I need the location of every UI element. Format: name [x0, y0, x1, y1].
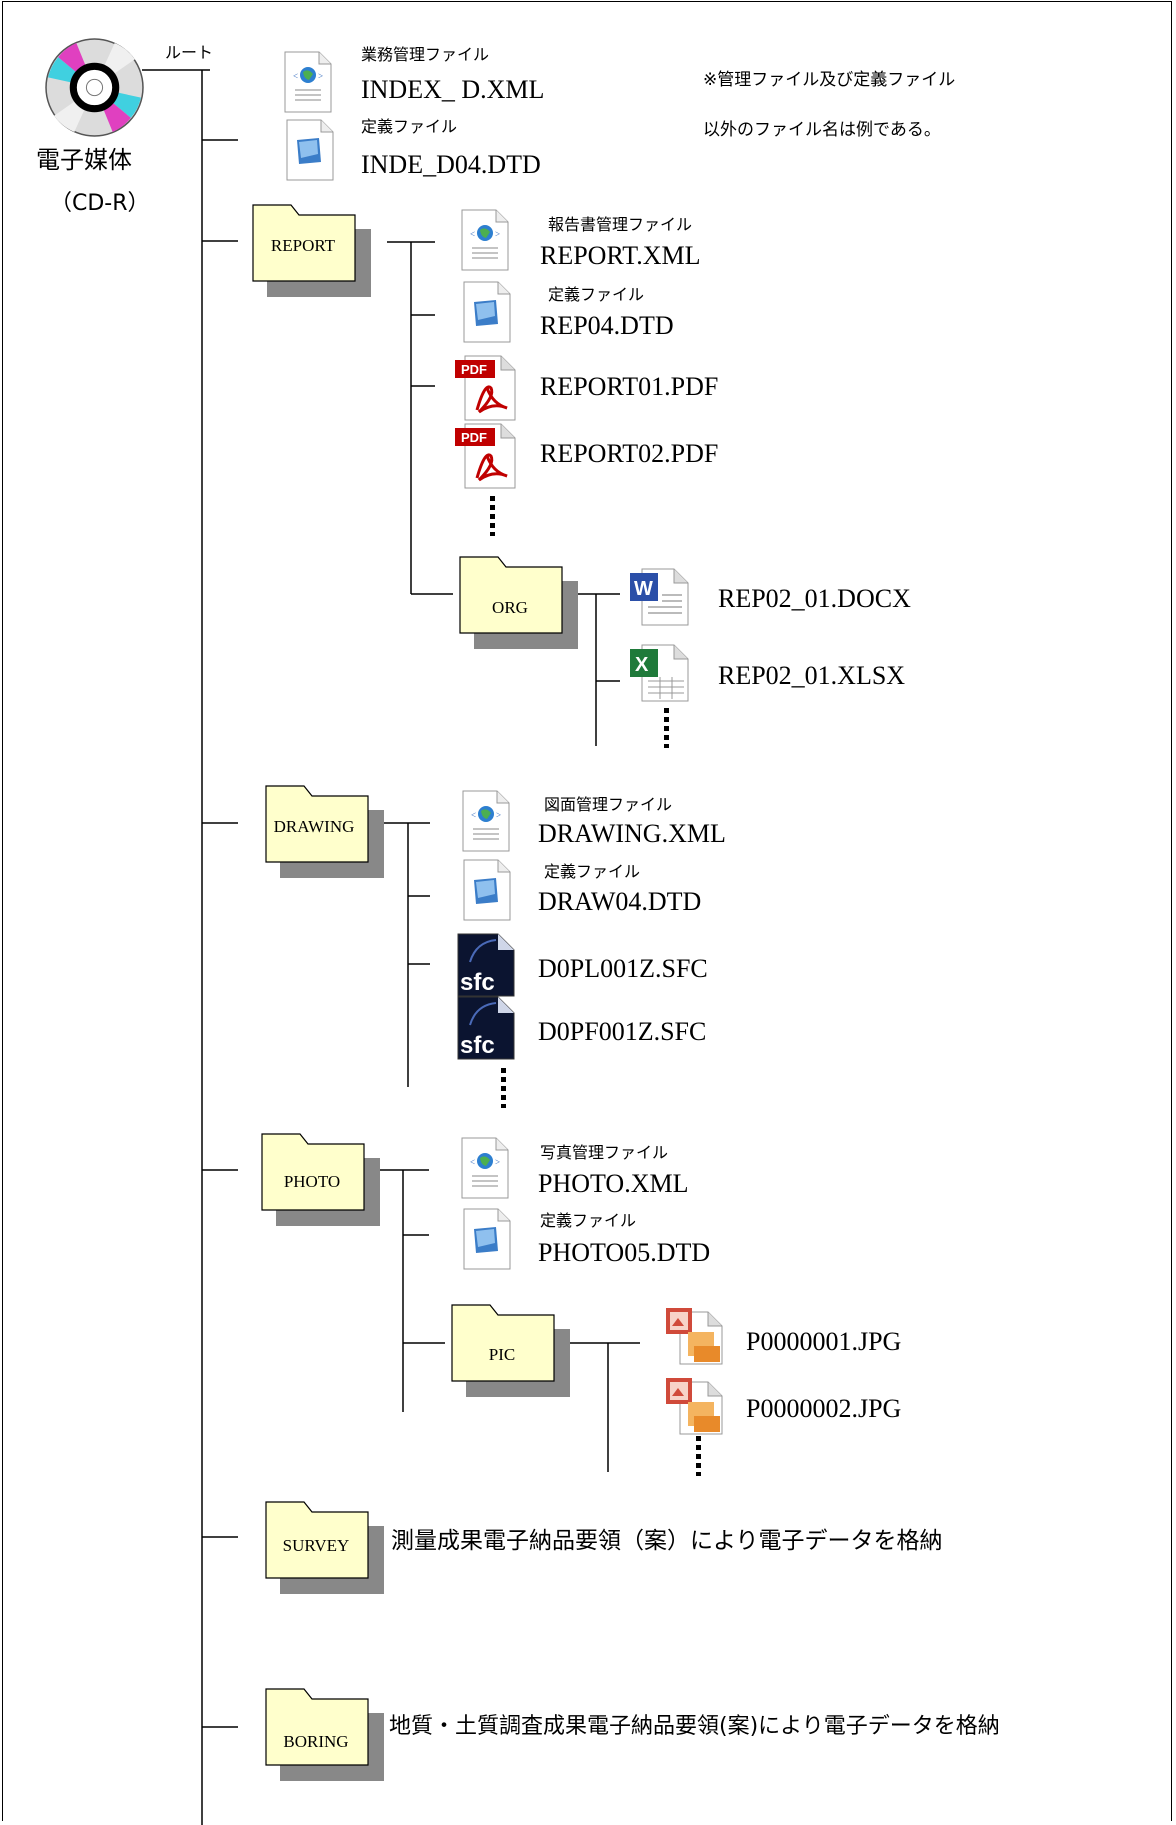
- xml-doc-icon[interactable]: <>: [283, 50, 333, 114]
- dtd-doc-icon[interactable]: [285, 118, 335, 182]
- word-icon[interactable]: W: [628, 567, 694, 627]
- xml-doc-icon[interactable]: <>: [460, 1136, 510, 1200]
- folder-icon[interactable]: [450, 1303, 572, 1399]
- folder-icon[interactable]: [458, 555, 580, 651]
- more-files-ellipsis: [490, 496, 495, 536]
- word-badge: W: [634, 578, 653, 600]
- folder-label-survey[interactable]: SURVEY: [282, 1536, 350, 1555]
- file-caption: 定義ファイル: [361, 117, 458, 136]
- file-caption: 業務管理ファイル: [361, 45, 490, 64]
- boring-description: 地質・土質調査成果電子納品要領(案)により電子データを格納: [389, 1714, 1000, 1739]
- svg-text:<: <: [470, 229, 475, 239]
- file-name[interactable]: INDE_D04.DTD: [361, 150, 541, 179]
- file-name[interactable]: DRAWING.XML: [538, 819, 726, 848]
- file-name[interactable]: PHOTO.XML: [538, 1169, 689, 1198]
- file-name[interactable]: P0000002.JPG: [746, 1394, 902, 1423]
- image-file-icon[interactable]: [664, 1376, 726, 1438]
- file-caption: 定義ファイル: [548, 285, 645, 304]
- excel-icon[interactable]: X: [628, 643, 694, 703]
- note-line-2: 以外のファイル名は例である。: [703, 120, 941, 140]
- media-sub-label: （CD-R）: [50, 191, 150, 216]
- file-name[interactable]: DRAW04.DTD: [538, 887, 702, 916]
- xml-doc-icon[interactable]: <>: [460, 208, 510, 272]
- sfc-badge: sfc: [460, 969, 495, 996]
- xml-doc-icon[interactable]: <>: [461, 789, 511, 853]
- svg-text:>: >: [495, 1157, 500, 1167]
- more-files-ellipsis: [664, 708, 669, 748]
- svg-text:<: <: [293, 71, 298, 81]
- sfc-badge: sfc: [460, 1032, 495, 1059]
- svg-text:<: <: [470, 1157, 475, 1167]
- svg-text:>: >: [495, 229, 500, 239]
- root-label: ルート: [165, 43, 214, 62]
- folder-icon[interactable]: [264, 1687, 386, 1783]
- file-caption: 図面管理ファイル: [544, 795, 673, 814]
- sfc-icon[interactable]: sfc: [456, 932, 516, 998]
- file-name[interactable]: P0000001.JPG: [746, 1327, 902, 1356]
- file-name[interactable]: D0PL001Z.SFC: [538, 954, 708, 983]
- folder-label-drawing[interactable]: DRAWING: [273, 817, 355, 836]
- folder-label-photo[interactable]: PHOTO: [283, 1172, 341, 1191]
- more-files-ellipsis: [501, 1068, 506, 1108]
- note-line-1: ※管理ファイル及び定義ファイル: [703, 70, 956, 90]
- svg-text:>: >: [496, 810, 501, 820]
- pdf-icon[interactable]: PDF: [453, 352, 519, 422]
- sfc-icon[interactable]: sfc: [456, 995, 516, 1061]
- file-name[interactable]: INDEX_ D.XML: [361, 75, 545, 104]
- pdf-badge: PDF: [461, 362, 487, 377]
- file-name[interactable]: PHOTO05.DTD: [538, 1238, 711, 1267]
- excel-badge: X: [635, 654, 649, 676]
- pdf-icon[interactable]: PDF: [453, 420, 519, 490]
- dtd-doc-icon[interactable]: [462, 280, 512, 344]
- folder-icon[interactable]: [251, 203, 373, 299]
- svg-text:>: >: [318, 71, 323, 81]
- folder-icon[interactable]: [264, 1500, 386, 1596]
- survey-description: 測量成果電子納品要領（案）により電子データを格納: [391, 1528, 943, 1554]
- image-file-icon[interactable]: [664, 1306, 726, 1368]
- dtd-doc-icon[interactable]: [462, 1207, 512, 1271]
- file-name[interactable]: REP04.DTD: [540, 311, 674, 340]
- more-files-ellipsis: [696, 1436, 701, 1476]
- cd-disc-icon: [45, 38, 144, 137]
- folder-icon[interactable]: [264, 784, 386, 880]
- file-caption: 定義ファイル: [544, 862, 641, 881]
- file-name[interactable]: REPORT02.PDF: [540, 439, 719, 468]
- file-caption: 報告書管理ファイル: [548, 215, 693, 234]
- media-label: 電子媒体: [36, 146, 132, 174]
- file-name[interactable]: REPORT.XML: [540, 241, 701, 270]
- dtd-doc-icon[interactable]: [462, 858, 512, 922]
- folder-label-pic[interactable]: PIC: [488, 1345, 516, 1364]
- file-name[interactable]: D0PF001Z.SFC: [538, 1017, 707, 1046]
- folder-label-report[interactable]: REPORT: [270, 236, 336, 255]
- folder-label-org[interactable]: ORG: [492, 598, 528, 617]
- folder-icon[interactable]: [260, 1132, 382, 1228]
- file-name[interactable]: REP02_01.XLSX: [718, 661, 906, 690]
- folder-label-boring[interactable]: BORING: [283, 1732, 349, 1751]
- file-caption: 写真管理ファイル: [540, 1143, 669, 1162]
- pdf-badge: PDF: [461, 430, 487, 445]
- svg-text:<: <: [471, 810, 476, 820]
- file-name[interactable]: REPORT01.PDF: [540, 372, 719, 401]
- file-name[interactable]: REP02_01.DOCX: [718, 584, 911, 613]
- file-caption: 定義ファイル: [540, 1211, 637, 1230]
